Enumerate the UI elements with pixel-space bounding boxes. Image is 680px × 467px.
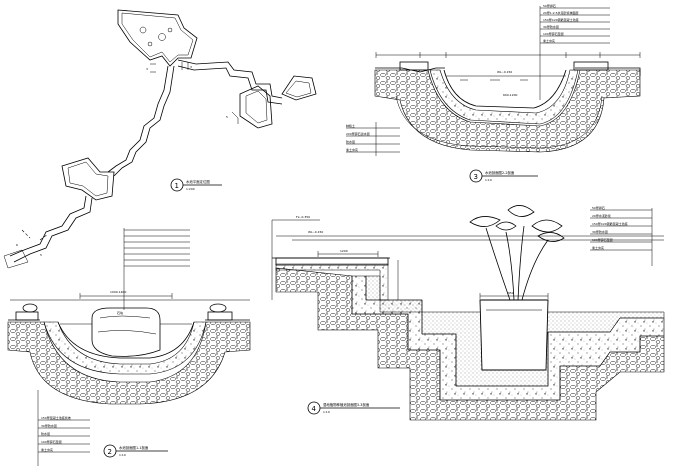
plan-marker-d: 6 <box>16 243 18 247</box>
detail-4-number: 4 <box>312 405 317 413</box>
boulder-label: 石块 <box>117 310 123 315</box>
leader-label: 素土夯实 <box>543 38 555 43</box>
section-1-leaders: 150厚混凝土池底找坡 30厚防水层 防水层 100厚碎石垫层 素土夯实 <box>38 415 90 453</box>
leader-label: 50厚卵石 <box>592 205 605 210</box>
leader-label: 30厚防水层 <box>41 423 57 428</box>
leader-label: 150厚C20钢筋混凝土池底 <box>543 17 579 22</box>
upper-pond-outline <box>117 9 198 67</box>
section-2-2: WL:-0.150 600-1200 50厚卵石 20厚1:2.5水泥砂浆抹面层… <box>346 3 641 183</box>
leader-label: 100厚碎石垫层 <box>592 237 613 242</box>
section-3-level: FL:-0.350 <box>296 215 310 219</box>
section-3-3: WL:-0.150 FL:-0.350 1200 650 <box>271 205 665 421</box>
leader-label: 种植土 <box>346 123 355 128</box>
leader-label: 100厚碎石垫层 <box>41 439 62 444</box>
section-3-water-level: WL:-0.150 <box>308 230 323 234</box>
planter-box <box>479 299 549 371</box>
section-3-dim-b: 650 <box>508 291 514 295</box>
section-2-leaders-left: 种植土 200厚碎石滤水层 防水层 素土夯实 <box>346 123 400 153</box>
plan-marker-c: 5 <box>226 115 228 119</box>
section-1-1: 石块 1000-1400 150厚混凝土池底找坡 30厚防水 <box>7 228 251 466</box>
detail-2-scale: 1:10 <box>119 453 126 457</box>
leader-label: 防水层 <box>346 139 355 144</box>
leader-label: 100厚碎石垫层 <box>543 31 564 36</box>
detail-4-scale: 1:10 <box>323 410 330 414</box>
leader-label: 50厚卵石 <box>543 3 556 8</box>
detail-3-title: 水池剖面图2-2剖面 <box>485 170 515 175</box>
section-2-dim: 600-1200 <box>503 93 518 97</box>
leader-label: 素土夯实 <box>346 147 358 152</box>
leader-label: 素土夯实 <box>592 245 604 250</box>
leader-label: 20厚1:2.5水泥砂浆抹面层 <box>543 10 579 15</box>
detail-4-title: 湿地植物种植池剖面图3-3剖面 <box>323 402 370 407</box>
detail-3-scale: 1:10 <box>485 178 492 182</box>
boulder <box>91 307 161 357</box>
section-3-leaders: 50厚卵石 20厚水泥砂浆 150厚C20钢筋混凝土池底 30厚防水层 100厚… <box>590 205 652 251</box>
detail-1-scale: 1:200 <box>186 187 195 191</box>
leader-label: 20厚水泥砂浆 <box>592 213 611 218</box>
plan-marker-e: 5 <box>40 253 42 257</box>
detail-1-title: 水池平面定位图 <box>186 179 210 184</box>
section-3-dim-a: 1200 <box>340 249 348 253</box>
detail-1-number: 1 <box>175 182 179 190</box>
leader-label: 30厚防水层 <box>592 229 608 234</box>
leader-label: 防水层 <box>41 431 50 436</box>
detail-3-number: 3 <box>474 173 478 181</box>
leader-label: 150厚C20钢筋混凝土池底 <box>592 221 628 226</box>
section-2-leaders-top: 50厚卵石 20厚1:2.5水泥砂浆抹面层 150厚C20钢筋混凝土池底 30厚… <box>540 3 610 44</box>
leader-label: 200厚碎石滤水层 <box>346 131 370 136</box>
plan-marker-b: 3 <box>190 65 192 69</box>
section-1-dim: 1000-1400 <box>110 290 126 294</box>
section-1-top-leaders <box>124 229 190 267</box>
detail-2-number: 2 <box>108 448 112 456</box>
plan-marker-a: 3 <box>146 67 148 71</box>
plan-view: 3 3 5 6 5 1 水池平面定位图 1:200 <box>3 9 317 269</box>
detail-2-title: 水池剖面图1-1剖面 <box>119 445 149 450</box>
leader-label: 150厚混凝土池底找坡 <box>41 415 71 420</box>
section-2-water-level: WL:-0.150 <box>497 70 512 74</box>
leader-label: 素土夯实 <box>41 447 53 452</box>
leader-label: 30厚防水层 <box>543 24 559 29</box>
